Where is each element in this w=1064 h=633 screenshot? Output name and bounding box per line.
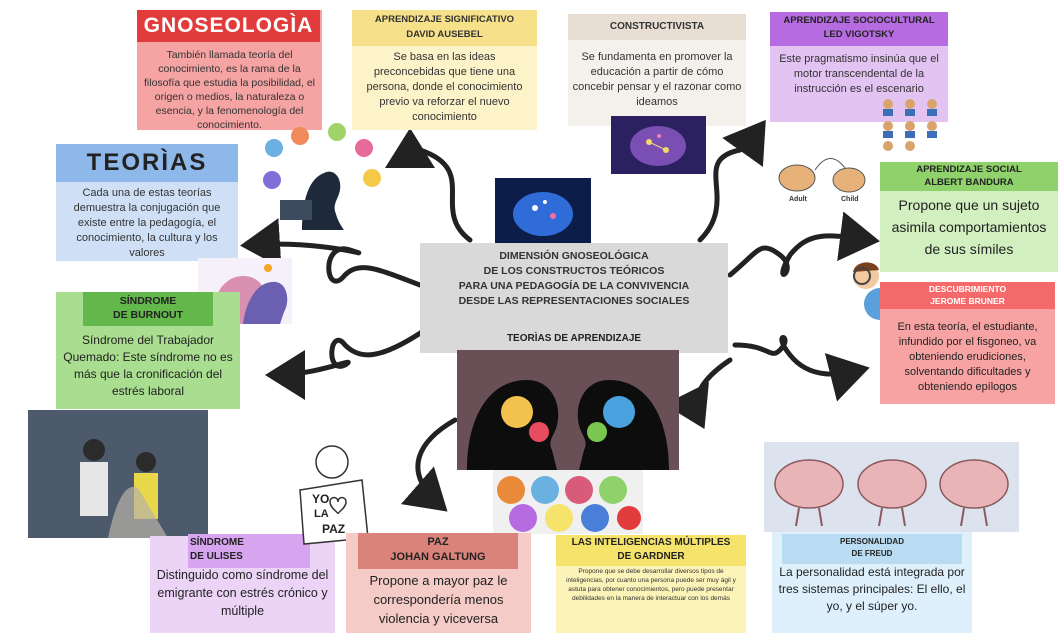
center-subtitle: TEORÌAS DE APRENDIZAJE — [506, 333, 642, 344]
gnoseologia-card: GNOSEOLOGÌA También llamada teoría del c… — [137, 10, 322, 131]
ausebel-card: APRENDIZAJE SIGNIFICATIVO DAVID AUSEBEL … — [352, 10, 537, 130]
ulises-body: Distinguido como síndrome del emigrante … — [156, 568, 329, 618]
adult-child-brain-icon — [778, 158, 866, 193]
bandura-card: APRENDIZAJE SOCIAL ALBERT BANDURA Propon… — [880, 162, 1058, 272]
vigotsky-title: APRENDIZAJE SOCIOCULTURAL LED VIGOTSKY — [770, 12, 948, 46]
gardner-card: LAS INTELIGENCIAS MÚLTIPLES DE GARDNER P… — [556, 535, 746, 633]
brains-collage-icon — [497, 476, 641, 532]
ausebel-title-line2: DAVID AUSEBEL — [406, 29, 483, 40]
ausebel-title-line1: APRENDIZAJE SIGNIFICATIVO — [374, 14, 515, 25]
ulises-title: SÍNDROME DE ULISES — [188, 534, 310, 568]
brain-icon — [630, 126, 686, 166]
gardner-body: Propone que se debe desarrollar diversos… — [566, 568, 736, 602]
migrants-icon — [28, 410, 208, 538]
center-title-line2: DE LOS CONSTRUCTOS TEÓRICOS — [483, 265, 665, 277]
three-brains-icon — [774, 459, 1009, 527]
adult-child-brains-image: Adult Child — [775, 150, 883, 216]
freud-body: La personalidad está integrada por tres … — [778, 565, 966, 613]
child-label: Child — [841, 196, 859, 203]
galtung-title: PAZ JOHAN GALTUNG — [358, 533, 518, 569]
gnoseologia-body: También llamada teoría del conocimiento,… — [143, 49, 316, 131]
gnoseologia-title: GNOSEOLOGÌA — [137, 10, 320, 42]
woman-silhouette-icon — [263, 123, 381, 230]
arrow-to-bandura — [727, 211, 880, 278]
paz-sign-image: YO LA PAZ — [282, 440, 372, 545]
center-card: DIMENSIÓN GNOSEOLÓGICA DE LOS CONSTRUCTO… — [420, 243, 728, 353]
bruner-title: DESCUBRIMIENTO JEROME BRUNER — [880, 282, 1055, 309]
burnout-title: SÍNDROME DE BURNOUT — [83, 292, 213, 326]
people-grid-image — [878, 94, 953, 156]
freud-brains-image — [764, 442, 1019, 532]
constructivista-body: Se fundamenta en promover la educación a… — [572, 51, 742, 108]
burnout-title-line2: DE BURNOUT — [113, 309, 183, 321]
thinking-woman-image — [252, 118, 384, 230]
adult-label: Adult — [789, 196, 807, 203]
burnout-body: Síndrome del Trabajador Quemado: Este sí… — [63, 333, 233, 398]
bandura-title: APRENDIZAJE SOCIAL ALBERT BANDURA — [880, 162, 1058, 191]
bandura-title-line2: ALBERT BANDURA — [924, 177, 1014, 188]
galtung-title-line2: JOHAN GALTUNG — [390, 551, 486, 563]
teorias-card: TEORÌAS Cada una de estas teorías demues… — [56, 144, 238, 261]
arrow-to-constructivista — [697, 119, 766, 243]
glowing-brain-icon — [513, 192, 573, 236]
center-title-line1: DIMENSIÓN GNOSEOLÓGICA — [499, 250, 649, 262]
freud-title-line1: PERSONALIDAD — [839, 537, 904, 546]
gardner-title-line2: DE GARDNER — [617, 551, 685, 562]
burnout-card: SÍNDROME DE BURNOUT Síndrome del Trabaja… — [56, 292, 240, 409]
center-title-line4: DESDE LAS REPRESENTACIONES SOCIALES — [458, 295, 690, 307]
teorias-body: Cada una de estas teorías demuestra la c… — [73, 187, 221, 259]
freud-card: PERSONALIDAD DE FREUD La personalidad es… — [772, 532, 972, 633]
bandura-body: Propone que un sujeto asimila comportami… — [891, 197, 1047, 257]
vigotsky-card: APRENDIZAJE SOCIOCULTURAL LED VIGOTSKY E… — [770, 12, 948, 122]
ulises-men-image — [28, 410, 208, 538]
sign-text-la: LA — [314, 508, 329, 520]
child-holding-sign-icon — [299, 445, 369, 545]
arrow-to-freud — [664, 357, 733, 429]
brain-network-image — [611, 116, 706, 174]
bruner-title-line1: DESCUBRIMIENTO — [928, 284, 1007, 294]
freud-title: PERSONALIDAD DE FREUD — [782, 534, 962, 564]
arrow-to-bruner — [732, 335, 870, 402]
gardner-title: LAS INTELIGENCIAS MÚLTIPLES DE GARDNER — [556, 535, 746, 566]
bruner-body: En esta teoría, el estudiante, infundido… — [897, 321, 1038, 393]
sign-text-yo: YO — [312, 492, 330, 506]
constructivista-card: CONSTRUCTIVISTA Se fundamenta en promove… — [568, 14, 746, 126]
gardner-title-line1: LAS INTELIGENCIAS MÚLTIPLES — [571, 537, 731, 548]
ulises-card: SÍNDROME DE ULISES Distinguido como sínd… — [150, 534, 335, 633]
teorias-title: TEORÌAS — [56, 144, 238, 182]
ausebel-title: APRENDIZAJE SIGNIFICATIVO DAVID AUSEBEL — [352, 10, 537, 46]
bandura-title-line1: APRENDIZAJE SOCIAL — [916, 164, 1022, 175]
two-heads-gears-icon — [457, 350, 679, 470]
ausebel-body: Se basa en las ideas preconcebidas que t… — [366, 51, 523, 123]
arrow-to-burnout — [265, 327, 428, 400]
freud-title-line2: DE FREUD — [851, 549, 893, 558]
constructivista-title: CONSTRUCTIVISTA — [568, 14, 746, 40]
vigotsky-title-line2: LED VIGOTSKY — [823, 29, 895, 40]
bruner-title-line2: JEROME BRUNER — [930, 296, 1005, 306]
brain-blue-image — [495, 178, 591, 248]
sign-text-paz: PAZ — [322, 522, 346, 536]
galtung-card: PAZ JOHAN GALTUNG Propone a mayor paz le… — [346, 533, 531, 633]
burnout-title-line1: SÍNDROME — [119, 295, 177, 307]
center-title: DIMENSIÓN GNOSEOLÓGICA DE LOS CONSTRUCTO… — [420, 249, 728, 309]
heads-gears-image — [457, 350, 679, 470]
ulises-title-line1: SÍNDROME — [190, 537, 244, 548]
galtung-title-line1: PAZ — [427, 536, 449, 548]
people-icons — [883, 99, 937, 151]
multiple-intelligences-image — [493, 470, 643, 534]
center-title-line3: PARA UNA PEDAGOGÍA DE LA CONVIVENCIA — [458, 280, 690, 292]
galtung-body: Propone a mayor paz le correspondería me… — [369, 573, 508, 626]
vigotsky-title-line1: APRENDIZAJE SOCIOCULTURAL — [783, 15, 935, 26]
vigotsky-body: Este pragmatismo insinúa que el motor tr… — [779, 53, 939, 95]
arrow-to-teorias — [240, 218, 423, 288]
arrow-to-ausebel — [384, 128, 473, 243]
ulises-title-line2: DE ULISES — [190, 551, 243, 562]
arrow-to-galtung — [400, 417, 458, 512]
bruner-card: DESCUBRIMIENTO JEROME BRUNER En esta teo… — [880, 282, 1055, 404]
